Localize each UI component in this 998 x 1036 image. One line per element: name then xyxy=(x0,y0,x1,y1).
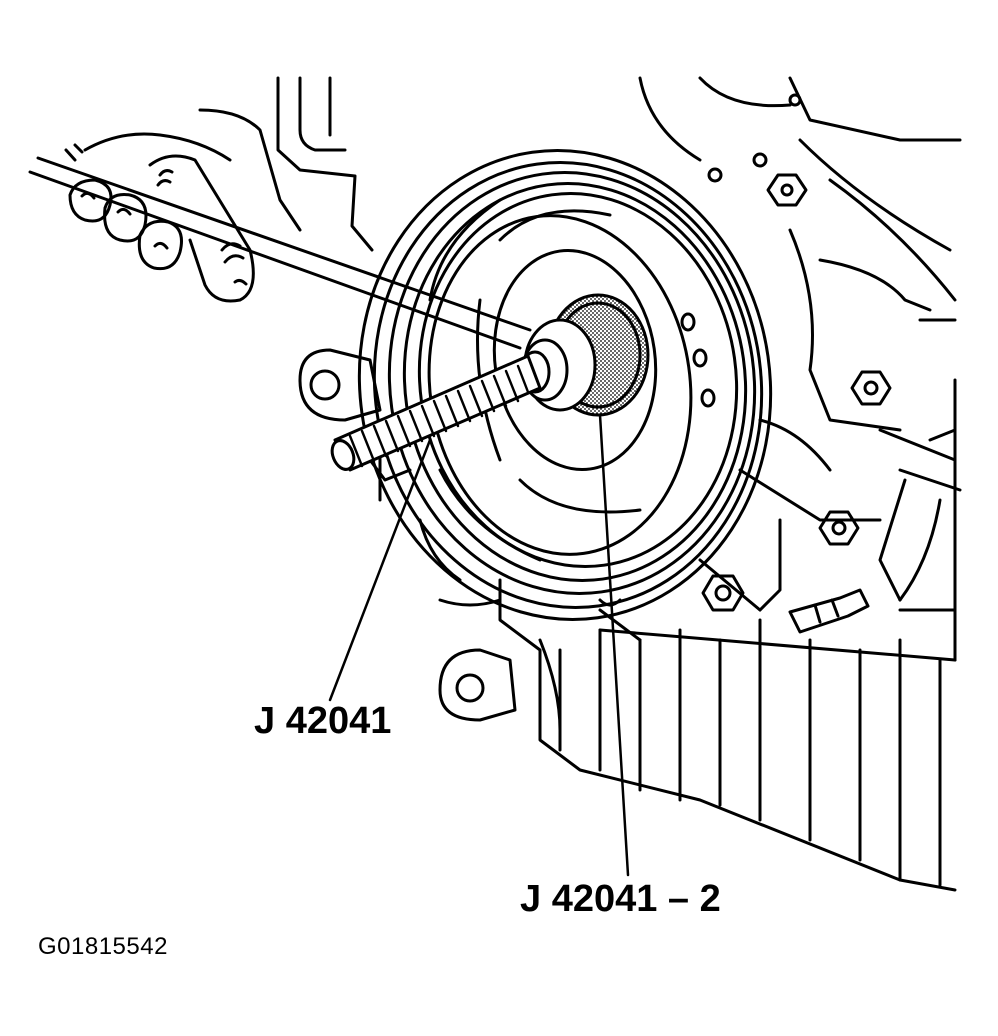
bolt-icon xyxy=(766,173,808,207)
callout-tool-label: J 42041 xyxy=(254,700,392,742)
engine-block xyxy=(276,76,962,892)
hand-with-bar xyxy=(28,108,532,350)
crankshaft-balancer xyxy=(357,149,773,621)
leader-lines xyxy=(328,413,630,877)
leader-line-adapter xyxy=(598,413,630,877)
bolt-icon xyxy=(850,370,892,406)
bolt-icon xyxy=(701,574,745,612)
bolt-icon xyxy=(818,510,860,546)
leader-line-tool xyxy=(328,438,432,702)
stud-icon xyxy=(788,588,870,634)
figure-id: G01815542 xyxy=(38,933,168,960)
installer-tool xyxy=(330,318,597,472)
bolt-heads xyxy=(701,93,892,634)
callout-adapter-label: J 42041 – 2 xyxy=(520,878,721,920)
